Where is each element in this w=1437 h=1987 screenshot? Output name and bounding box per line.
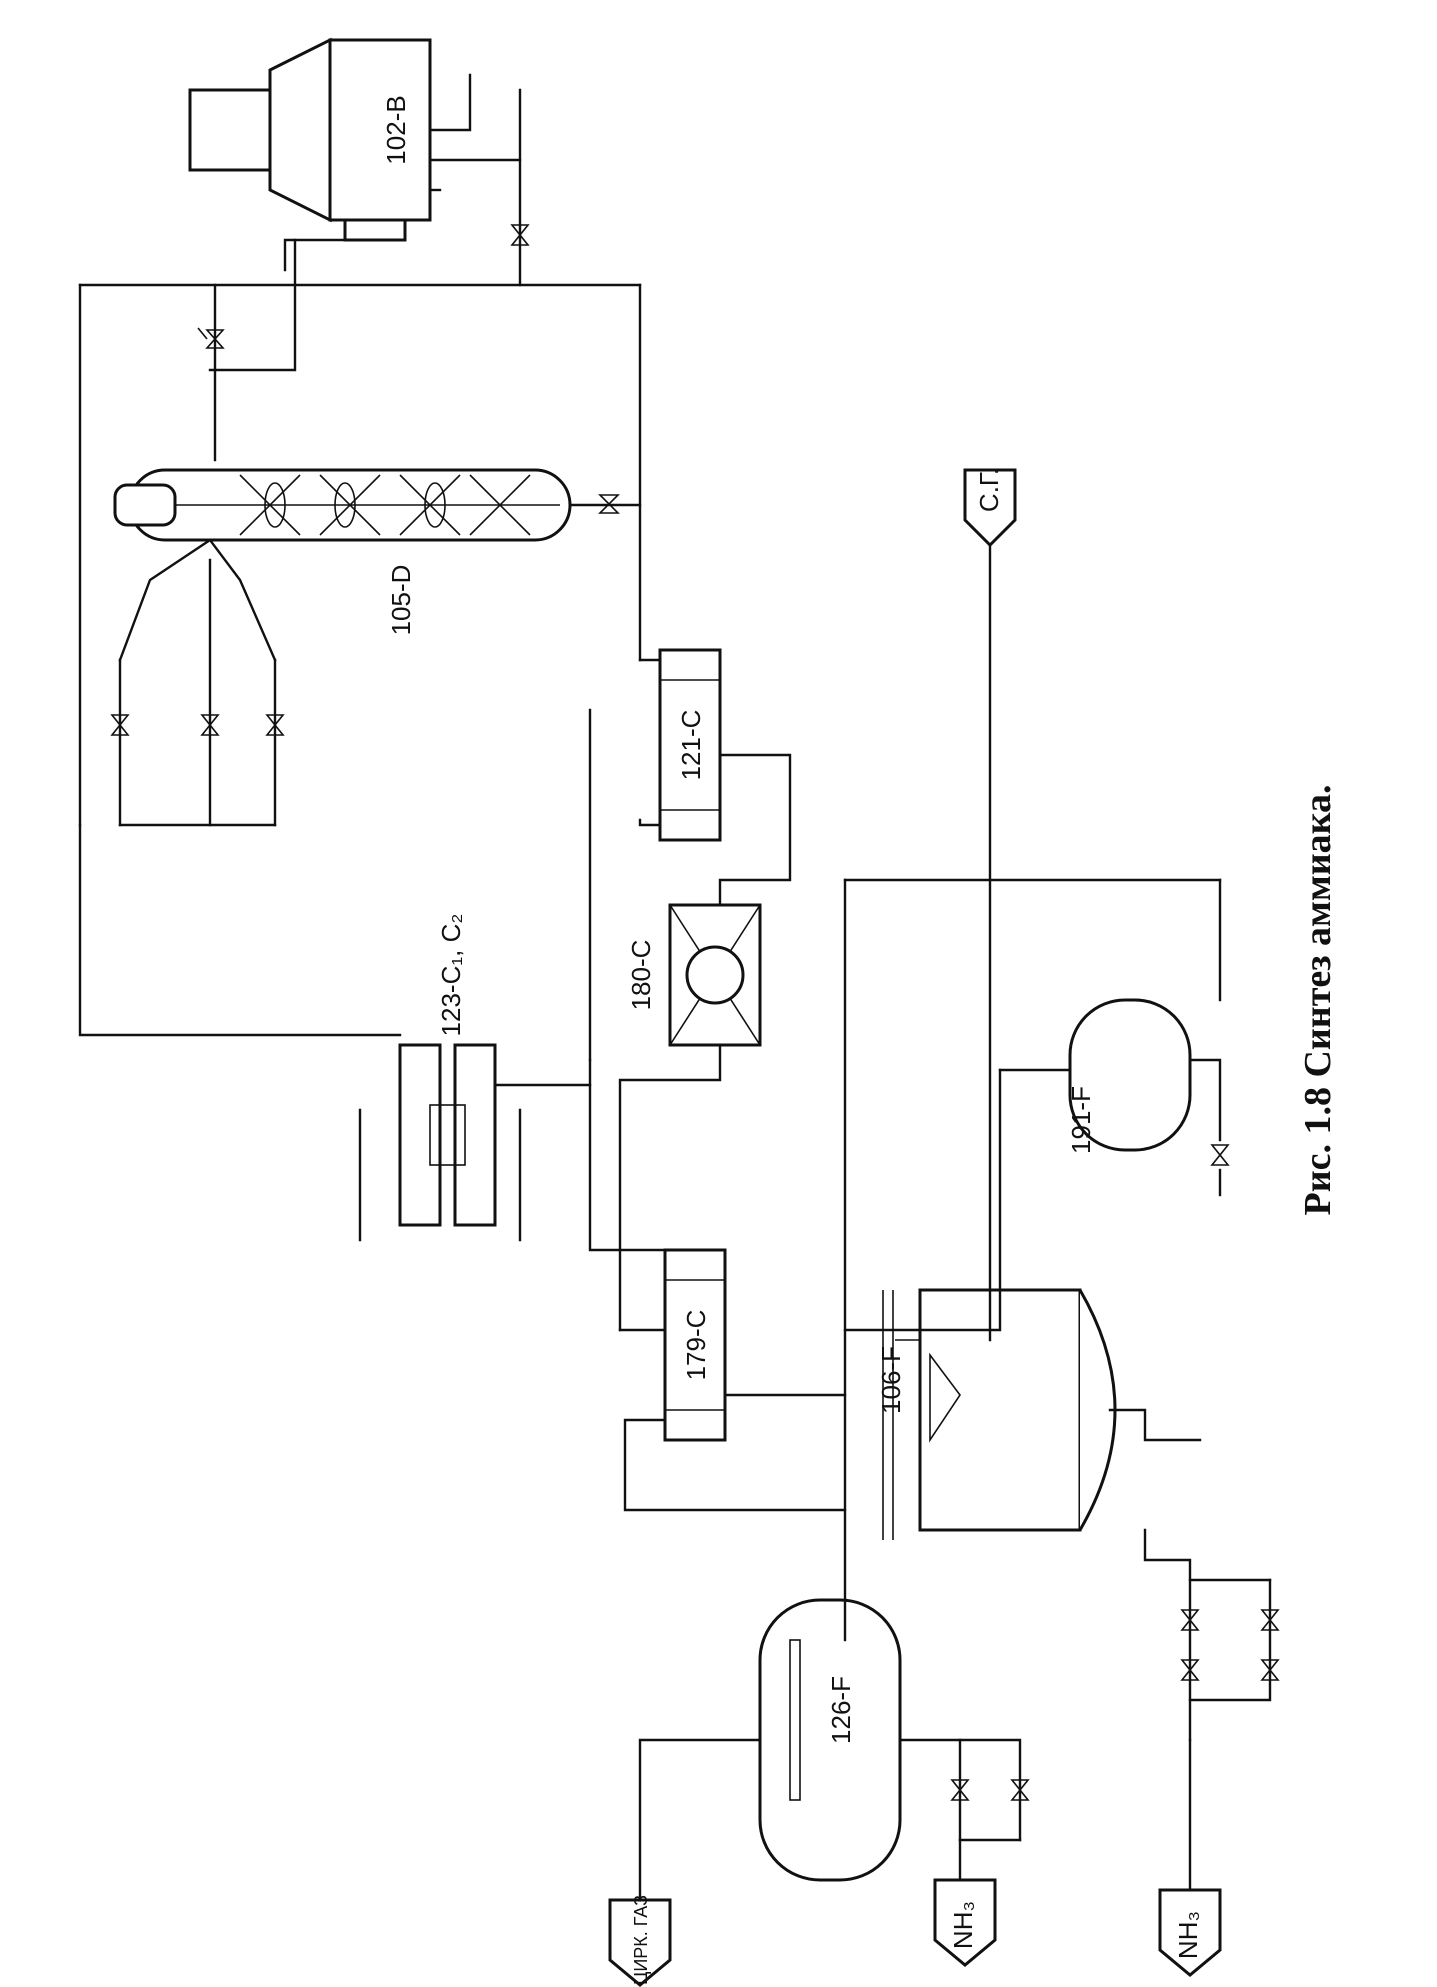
label-180-c: 180-C xyxy=(626,940,656,1011)
label-105-d: 105-D xyxy=(386,565,416,636)
label-102-b: 102-B xyxy=(381,95,411,164)
stream-nh3-b: NH₃ xyxy=(1158,1888,1222,1977)
label-circ-gas: ЦИРК. ГАЗ xyxy=(631,1895,651,1985)
label-nh3-a: NH₃ xyxy=(948,1901,978,1949)
stream-syngas: С.Г. xyxy=(963,468,1017,548)
label-123-c: 123-C₁, C₂ xyxy=(436,914,466,1037)
air-cooler-180-c: 180-C xyxy=(626,903,762,1047)
label-nh3-b: NH₃ xyxy=(1173,1911,1203,1959)
furnace-102-b: 102-B xyxy=(188,37,432,242)
flowsheet-drawing: 102-B 105-D xyxy=(78,37,1280,1987)
stream-nh3-a: NH₃ xyxy=(933,1878,997,1967)
label-126-f: 126-F xyxy=(826,1676,856,1744)
figure-caption: Рис. 1.8 Синтез аммиака. xyxy=(1297,785,1339,1216)
label-121-c: 121-C xyxy=(676,710,706,781)
stream-circ-gas: ЦИРК. ГАЗ xyxy=(608,1895,672,1987)
exchanger-123-c: 123-C₁, C₂ xyxy=(398,914,497,1227)
drum-126-f: 126-F xyxy=(758,1598,902,1882)
label-106-f: 106-F xyxy=(876,1346,906,1414)
label-179-c: 179-C xyxy=(681,1310,711,1381)
exchanger-179-c: 179-C xyxy=(663,1248,727,1442)
separator-106-f: 106-F xyxy=(876,1288,1117,1540)
reactor-105-d: 105-D xyxy=(113,468,572,636)
label-syngas: С.Г. xyxy=(974,468,1004,512)
label-191-f: 191-F xyxy=(1066,1086,1096,1154)
exchanger-121-c: 121-C xyxy=(658,648,722,842)
drum-191-f: 191-F xyxy=(1066,998,1192,1154)
